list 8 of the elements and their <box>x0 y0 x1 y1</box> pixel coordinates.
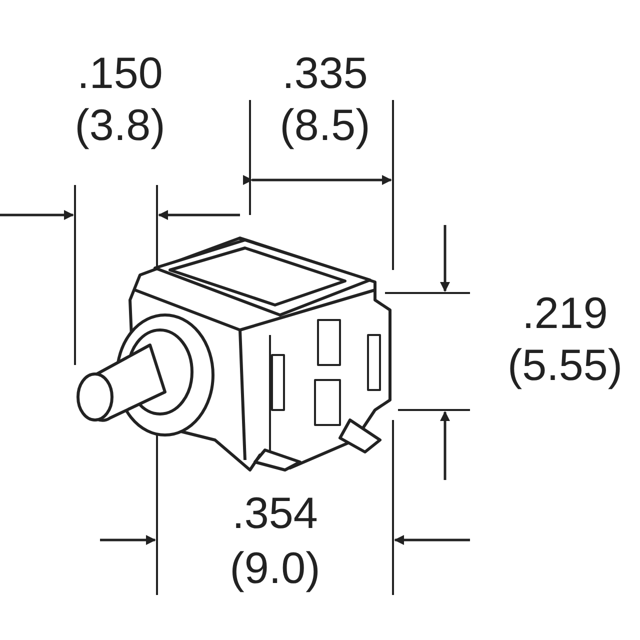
dimension-label: .219 <box>522 290 608 338</box>
dimension-label: (3.8) <box>74 102 166 150</box>
dimension-label: .150 <box>77 50 163 98</box>
dimension-label: .335 <box>282 50 368 98</box>
dimension-label: (8.5) <box>280 102 370 150</box>
dimension-label: (9.0) <box>230 545 320 593</box>
dimension-label: (5.55) <box>508 342 622 390</box>
dimension-label: .354 <box>232 490 318 538</box>
